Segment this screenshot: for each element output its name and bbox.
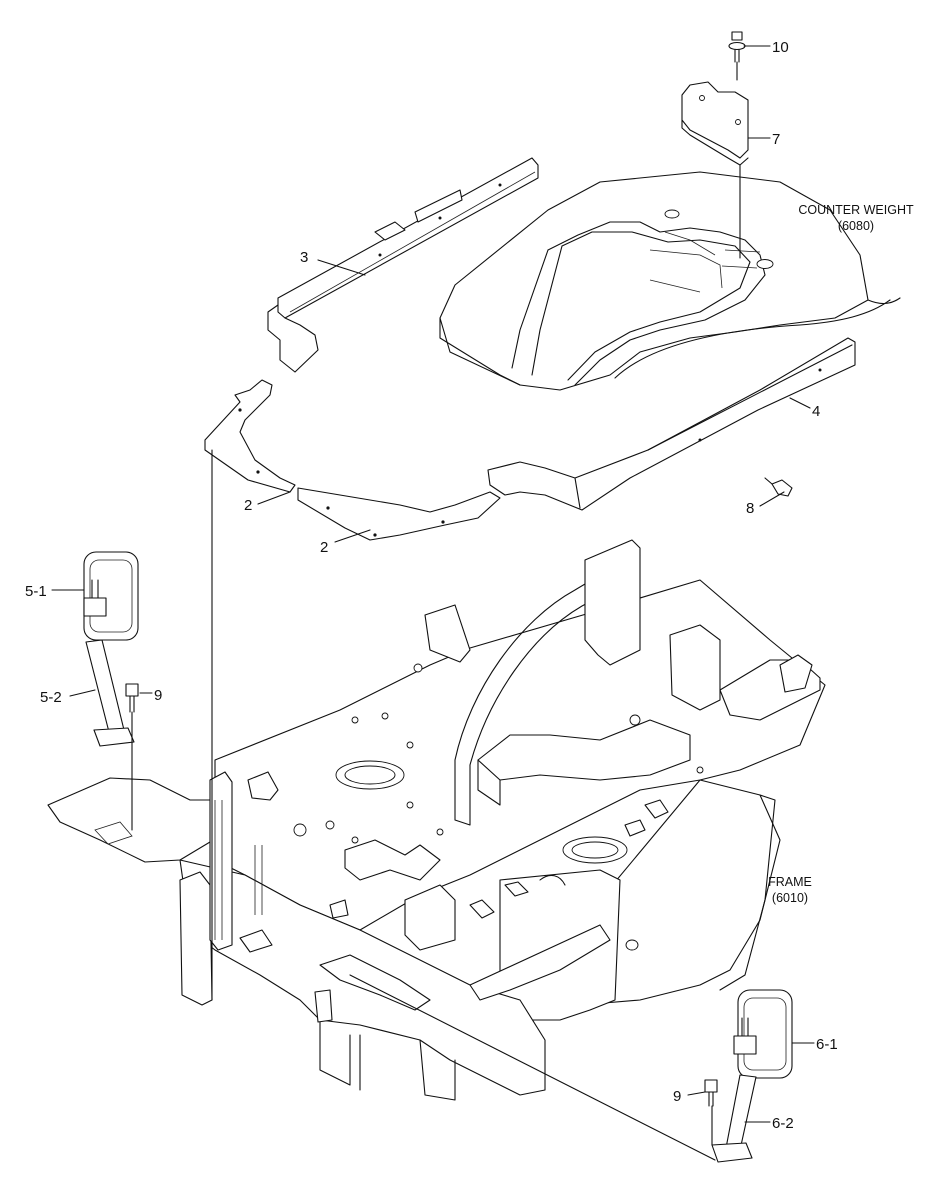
frame-code: (6010) [772, 891, 808, 905]
part-2-floor-plates [204, 379, 501, 541]
leader-lines [51, 45, 815, 1123]
part-7-bracket [681, 81, 749, 166]
part-label-5-2: 5-2 [40, 689, 62, 706]
part-5-1-mirror [83, 551, 139, 641]
part-label-9-upper: 9 [154, 687, 162, 704]
part-label-5-1: 5-1 [25, 583, 47, 600]
frame-caption: FRAME [768, 875, 812, 889]
part-3-cover-plate [267, 157, 539, 373]
part-10-bolt [728, 31, 746, 63]
part-6-1-mirror [733, 989, 793, 1079]
part-9-bolt-lower [704, 1079, 718, 1107]
part-label-9-lower: 9 [673, 1088, 681, 1105]
frame-drawing [47, 539, 826, 1101]
part-label-2-upper: 2 [244, 497, 252, 514]
part-label-6-1: 6-1 [816, 1036, 838, 1053]
counter-weight-drawing [439, 171, 901, 391]
part-label-7: 7 [772, 131, 780, 148]
part-9-bolt-upper [125, 683, 139, 713]
part-4-side-plate [487, 337, 856, 511]
part-5-2-mirror-stay [85, 639, 135, 747]
assembly-guide-lines [131, 61, 741, 1161]
part-label-3: 3 [300, 249, 308, 266]
part-label-4: 4 [812, 403, 820, 420]
counterweight-caption: COUNTER WEIGHT [798, 203, 914, 217]
part-label-2-lower: 2 [320, 539, 328, 556]
part-8-bolt [764, 477, 793, 497]
part-label-8: 8 [746, 500, 754, 517]
part-label-6-2: 6-2 [772, 1115, 794, 1132]
part-label-10: 10 [772, 39, 789, 56]
part-6-2-mirror-stay [711, 1074, 757, 1163]
counterweight-code: (6080) [838, 219, 874, 233]
